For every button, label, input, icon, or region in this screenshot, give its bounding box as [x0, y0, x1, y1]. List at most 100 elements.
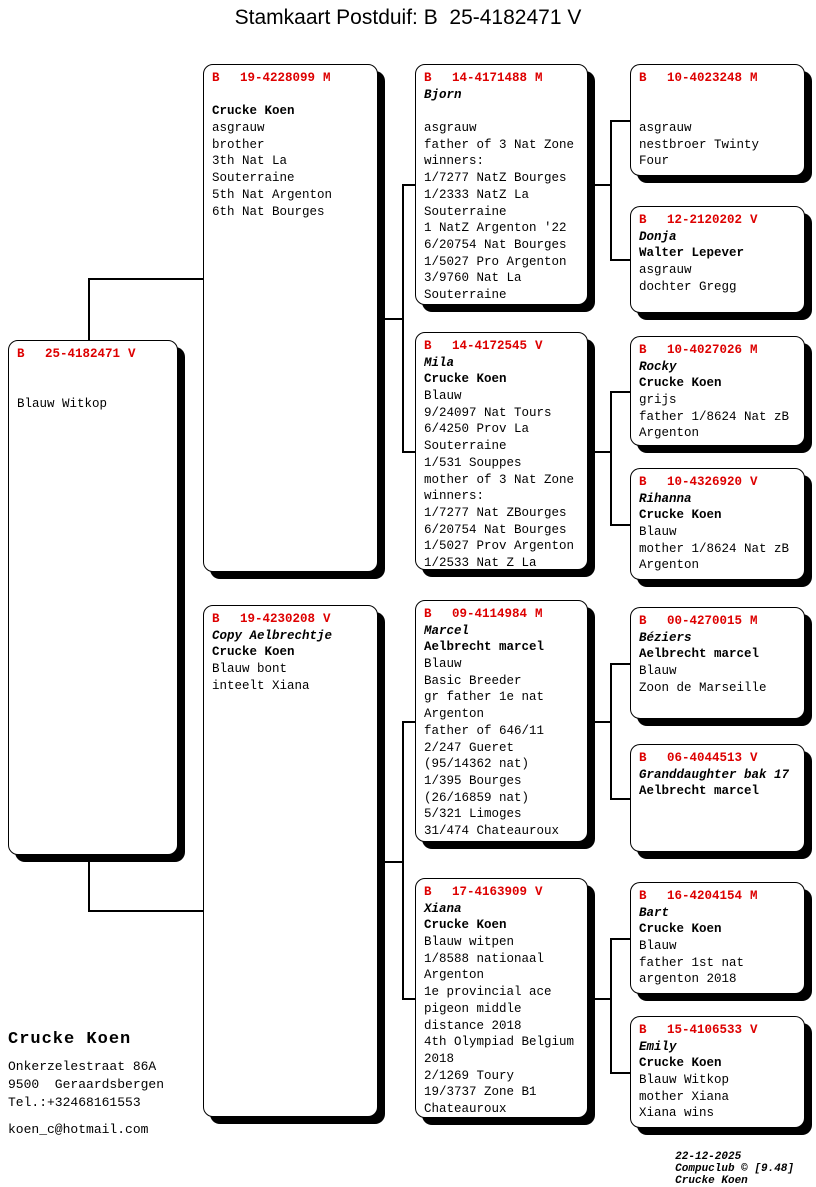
info-line: grijs — [639, 393, 677, 408]
connector-line — [610, 663, 612, 800]
sex-code: M — [535, 71, 543, 85]
info-line: 1/395 Bourges — [424, 773, 522, 788]
info-line: Zoon de Marseille — [639, 680, 767, 695]
info-line: father 1/8624 Nat zB — [639, 409, 790, 424]
pigeon-name: Bjorn — [424, 87, 462, 102]
footer-date: 22-12-2025 — [675, 1151, 742, 1163]
info-line: mother 1/8624 Nat zB — [639, 541, 790, 556]
owner-address-city: 9500 Geraardsbergen — [8, 1077, 165, 1092]
info-line: Chateauroux — [424, 1101, 507, 1116]
country-code: B — [212, 71, 220, 85]
breeder-name: Crucke Koen — [639, 508, 722, 523]
info-line: distance 2018 — [424, 1018, 522, 1033]
info-line: Souterraine — [424, 204, 507, 219]
connector-line — [594, 451, 612, 453]
breeder-name — [17, 379, 172, 396]
connector-line — [594, 721, 612, 723]
connector-line — [610, 391, 612, 526]
info-line: Blauw — [639, 664, 677, 679]
info-line: Blauw bont — [212, 662, 288, 677]
ring-number: 09-4114984 — [452, 607, 528, 621]
info-line: pigeon middle — [424, 1001, 522, 1016]
pigeon-name: Bart — [639, 905, 670, 920]
info-line: mother Xiana — [639, 1089, 730, 1104]
connector-line — [610, 1072, 630, 1074]
country-code: B — [639, 889, 647, 903]
connector-line — [402, 451, 415, 453]
pigeon-name: Donja — [639, 229, 677, 244]
info-line: Souterraine — [424, 439, 507, 454]
sex-code: V — [535, 885, 543, 899]
sex-code: V — [535, 339, 543, 353]
info-line: asgrauw — [639, 121, 692, 136]
connector-line — [402, 184, 404, 453]
info-line: 5/321 Limoges — [424, 807, 522, 822]
ring-number: 14-4171488 — [452, 71, 528, 85]
info-line: 6th Nat Bourges — [212, 204, 325, 219]
owner-email: koen_c@hotmail.com — [8, 1122, 149, 1137]
print-footer: 22-12-2025 Compuclub © [9.48] Crucke Koe… — [662, 1139, 812, 1187]
country-code: B — [212, 612, 220, 626]
connector-line — [610, 524, 630, 526]
ring-number: 15-4106533 — [667, 1023, 743, 1037]
ring-number: 14-4172545 — [452, 339, 528, 353]
owner-phone: Tel.:+32468161553 — [8, 1095, 141, 1110]
info-line: 6/4250 Prov La — [424, 422, 530, 437]
ring-number: 19-4228099 — [240, 71, 316, 85]
connector-line — [594, 184, 612, 186]
ring-number: 00-4270015 — [667, 614, 743, 628]
pigeon-name: Mila — [424, 355, 455, 370]
info-line: Argenton — [639, 558, 700, 573]
breeder-name: Crucke Koen — [639, 376, 722, 391]
page-title: Stamkaart Postduif: B 25-4182471 V — [234, 6, 582, 29]
ring-number: 10-4027026 — [667, 343, 743, 357]
country-code: B — [639, 71, 647, 85]
breeder-name: Crucke Koen — [212, 645, 295, 660]
connector-line — [594, 998, 612, 1000]
sex-code: M — [750, 71, 758, 85]
info-line: 1/7277 Nat ZBourges — [424, 505, 567, 520]
connector-line — [610, 391, 630, 393]
info-line: 1/2533 Nat Z La — [424, 555, 537, 570]
connector-line — [88, 855, 90, 912]
info-line: Argenton — [424, 968, 485, 983]
connector-line — [402, 721, 415, 723]
info-line: Argenton — [639, 426, 700, 441]
info-line: mother of 3 Nat Zone — [424, 472, 575, 487]
breeder-name: Crucke Koen — [424, 918, 507, 933]
info-line: 1/8588 nationaal — [424, 951, 545, 966]
pigeon-name — [17, 363, 172, 380]
info-line: 1/2333 NatZ La — [424, 187, 530, 202]
info-line: 4th Olympiad Belgium — [424, 1035, 575, 1050]
info-line: Xiana wins — [639, 1106, 715, 1121]
pigeon-name: Xiana — [424, 901, 462, 916]
breeder-name: Aelbrecht marcel — [639, 784, 760, 799]
ring-number: 25-4182471 — [45, 347, 121, 361]
info-line: Blauw — [639, 939, 677, 954]
info-line: brother — [212, 137, 265, 152]
info-line: 1/5027 Prov Argenton — [424, 539, 575, 554]
owner-block: Crucke Koen Onkerzelestraat 86A 9500 Ger… — [8, 1030, 164, 1112]
info-line: 3th Nat La — [212, 154, 288, 169]
pigeon-name: Béziers — [639, 630, 692, 645]
owner-name: Crucke Koen — [8, 1030, 132, 1049]
pigeon-name: Marcel — [424, 623, 470, 638]
country-code: B — [17, 347, 25, 361]
info-line: Souterraine — [212, 171, 295, 186]
pigeon-name: Rihanna — [639, 491, 692, 506]
sex-code: V — [323, 612, 331, 626]
ring-number: 17-4163909 — [452, 885, 528, 899]
